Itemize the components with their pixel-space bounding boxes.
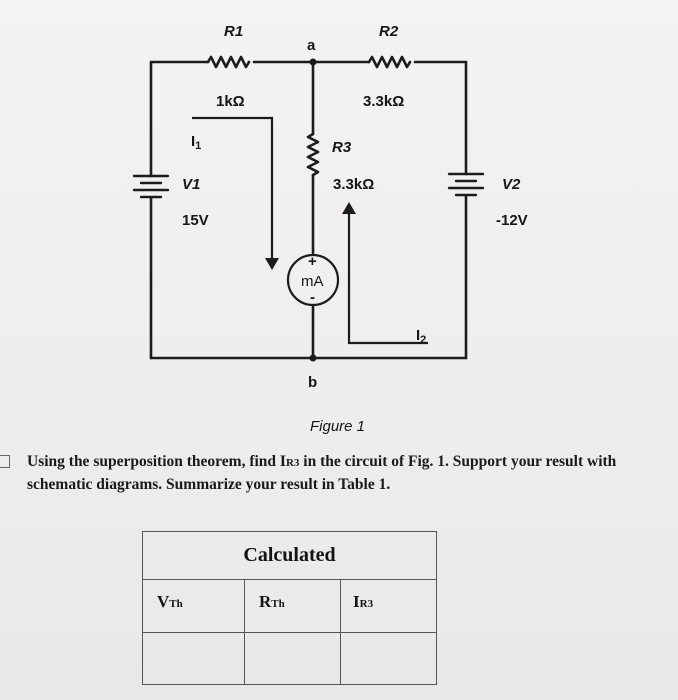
current-i2-arrowhead xyxy=(342,202,356,214)
ir3-value-cell[interactable] xyxy=(341,633,436,684)
table-header: Calculated xyxy=(143,532,436,580)
vth-value-cell[interactable] xyxy=(143,633,245,684)
ammeter-symbol xyxy=(286,253,340,307)
column-rth-label: RTh xyxy=(259,592,285,611)
v1-name-label: V1 xyxy=(182,176,200,193)
v2-value-label: -12V xyxy=(496,212,528,229)
ammeter-plus-label: + xyxy=(308,253,317,270)
resistor-r1-symbol xyxy=(206,55,251,69)
table-value-row xyxy=(143,633,436,684)
column-rth: RTh xyxy=(245,580,341,632)
i1-label: I1 xyxy=(191,133,201,152)
resistor-r2-symbol xyxy=(367,55,412,69)
circuit-diagram: R1 1kΩ a R2 3.3kΩ R3 3.3kΩ V1 15V V2 -12… xyxy=(132,23,528,435)
node-a-label: a xyxy=(307,37,316,54)
rth-value-cell[interactable] xyxy=(245,633,341,684)
i2-label: I2 xyxy=(416,327,426,346)
current-i1-arrow xyxy=(192,116,274,262)
battery-v1-symbol xyxy=(132,174,170,199)
question-text: Using the superposition theorem, find IR… xyxy=(27,453,617,493)
battery-v2-symbol xyxy=(447,172,485,197)
r2-value-label: 3.3kΩ xyxy=(363,93,404,110)
r1-value-label: 1kΩ xyxy=(216,93,245,110)
r3-value-label: 3.3kΩ xyxy=(333,176,374,193)
r1-name-label: R1 xyxy=(224,23,243,40)
v1-value-label: 15V xyxy=(182,212,209,229)
figure-caption: Figure 1 xyxy=(310,418,365,435)
column-vth: VTh xyxy=(143,580,245,632)
v2-name-label: V2 xyxy=(502,176,521,193)
r2-name-label: R2 xyxy=(379,23,399,40)
node-b-dot xyxy=(309,354,317,362)
results-table: Calculated VTh RTh IR3 xyxy=(142,531,437,685)
node-a-dot xyxy=(309,58,317,66)
column-ir3: IR3 xyxy=(341,580,436,632)
resistor-r3-symbol xyxy=(306,132,320,177)
ammeter-minus-label: - xyxy=(310,289,315,306)
ammeter-unit-label: mA xyxy=(301,273,324,290)
current-i1-arrowhead xyxy=(265,258,279,270)
column-vth-label: VTh xyxy=(157,592,183,611)
r3-name-label: R3 xyxy=(332,139,352,156)
node-b-label: b xyxy=(308,374,317,391)
current-i2-arrow xyxy=(347,210,428,345)
table-header-row: VTh RTh IR3 xyxy=(143,580,436,633)
column-ir3-label: IR3 xyxy=(353,592,374,611)
question-checkbox[interactable] xyxy=(0,455,10,468)
